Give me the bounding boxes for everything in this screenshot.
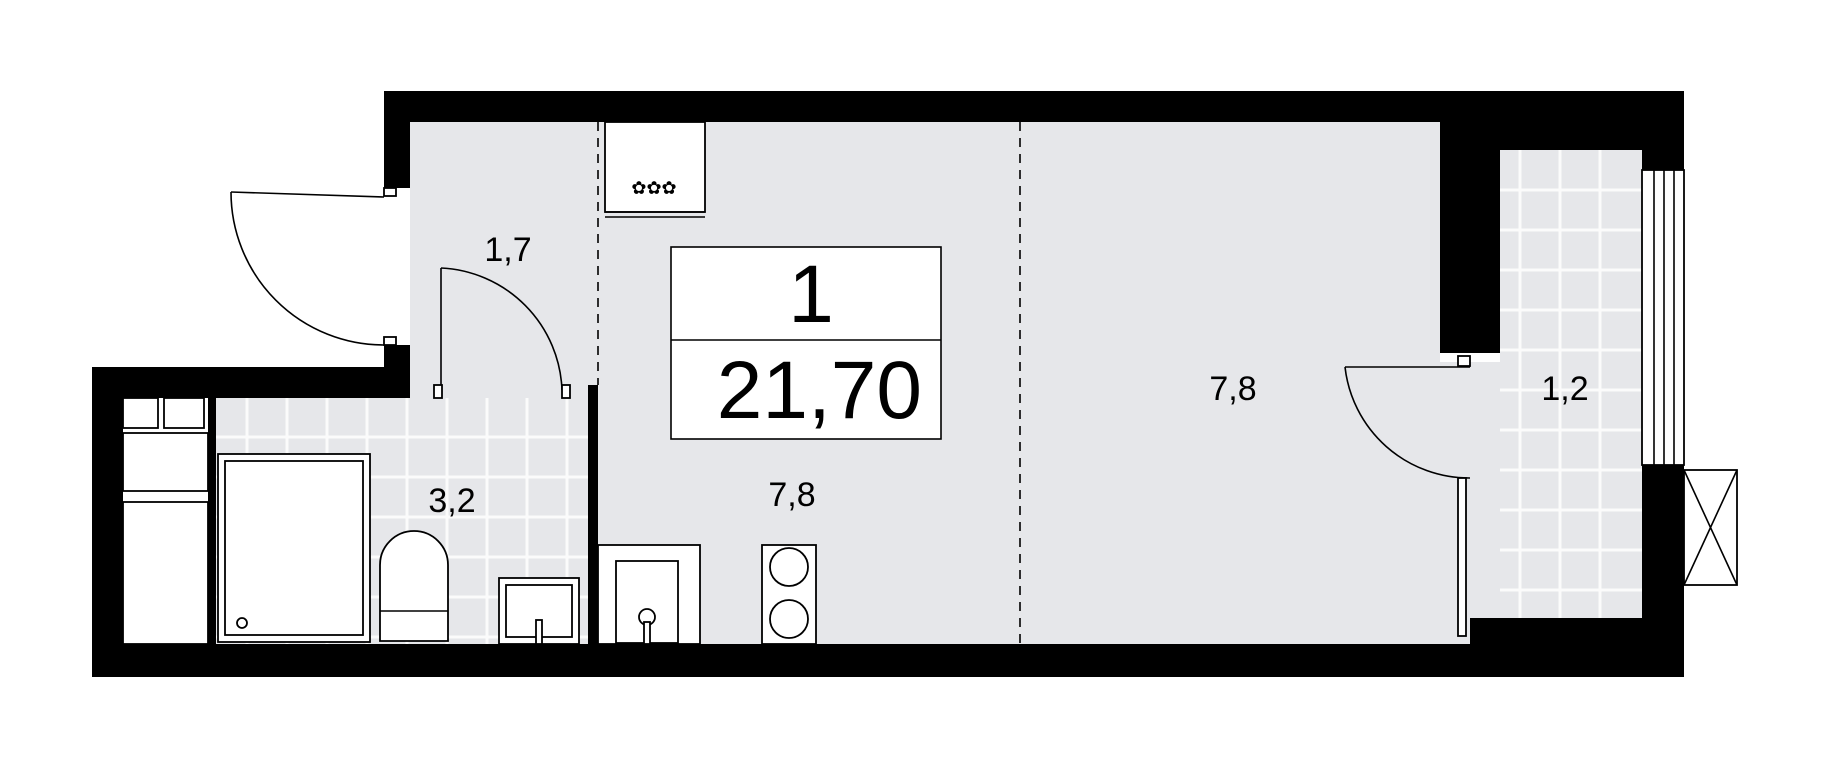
stove: ✿✿✿ bbox=[604, 121, 706, 218]
entrance-door-leaf bbox=[230, 191, 385, 198]
balcony-right-wall bbox=[1642, 150, 1684, 170]
bathroom-sink bbox=[498, 577, 580, 645]
bathroom-door-jamb-right bbox=[561, 384, 571, 399]
entrance-door-jamb-top bbox=[383, 187, 397, 197]
living-floor bbox=[1020, 122, 1440, 644]
living-right-wall-upper bbox=[1440, 91, 1500, 353]
bathroom-door bbox=[433, 267, 571, 399]
balcony-door-jamb bbox=[1457, 355, 1471, 367]
balcony-window bbox=[1641, 169, 1685, 466]
stove-body bbox=[604, 121, 706, 213]
bathroom-sink-faucet bbox=[535, 619, 543, 645]
bathroom-partition bbox=[208, 398, 216, 644]
bathroom-door-jamb-left bbox=[433, 384, 443, 399]
toilet bbox=[379, 530, 449, 642]
hall-area-label: 1,7 bbox=[484, 231, 531, 269]
entrance-door-swing bbox=[230, 191, 385, 346]
walls bbox=[92, 91, 1684, 677]
stove-burners-icon: ✿✿✿ bbox=[631, 178, 676, 199]
area-plate-frame bbox=[670, 246, 942, 440]
bathroom-top-wall bbox=[92, 367, 410, 398]
bathroom-door-swing bbox=[440, 267, 563, 391]
entrance-door-jamb-bottom bbox=[383, 336, 397, 346]
living-doorway-floor bbox=[1440, 362, 1500, 644]
balcony-area-label: 1,2 bbox=[1541, 370, 1588, 408]
balcony-right-wall-lower bbox=[1642, 465, 1684, 677]
washer-drum-bottom-icon bbox=[769, 599, 809, 639]
bathroom-right-wall bbox=[588, 385, 598, 644]
area-plate: 1 21,70 bbox=[670, 246, 942, 440]
entrance-door bbox=[230, 187, 397, 346]
total-area: 21,70 bbox=[717, 345, 922, 436]
kitchen-sink bbox=[597, 544, 701, 645]
shower-drain-icon bbox=[236, 617, 248, 629]
shower-tray bbox=[217, 453, 371, 643]
balcony-door-frame bbox=[1457, 477, 1467, 637]
balcony-tiles bbox=[1500, 150, 1642, 618]
ventilation-shaft bbox=[1683, 469, 1738, 586]
hall-left-wall-upper bbox=[384, 91, 410, 188]
cabinet-small-1 bbox=[122, 397, 159, 429]
toilet-bowl bbox=[379, 530, 449, 642]
balcony-door bbox=[1344, 355, 1471, 637]
cabinet-bottom bbox=[122, 501, 209, 645]
washing-machine bbox=[761, 544, 817, 645]
bottom-wall bbox=[92, 644, 1642, 677]
living-area-label: 7,8 bbox=[1209, 370, 1256, 408]
balcony-door-swing bbox=[1344, 366, 1471, 479]
rooms-count: 1 bbox=[788, 249, 834, 340]
bathroom-area-label: 3,2 bbox=[428, 482, 475, 520]
cabinet-small-2 bbox=[163, 397, 205, 429]
cabinet-middle bbox=[122, 432, 209, 492]
storage-cabinets bbox=[122, 397, 209, 645]
washer-drum-top-icon bbox=[769, 547, 809, 587]
bathroom-left-wall bbox=[92, 367, 123, 677]
window-frame bbox=[1641, 169, 1685, 466]
living-right-wall-lower bbox=[1470, 618, 1642, 677]
balcony-floor bbox=[1500, 150, 1642, 618]
balcony-top-wall bbox=[1500, 91, 1684, 150]
kitchen-area-label: 7,8 bbox=[768, 476, 815, 514]
shower-inner bbox=[224, 460, 364, 636]
